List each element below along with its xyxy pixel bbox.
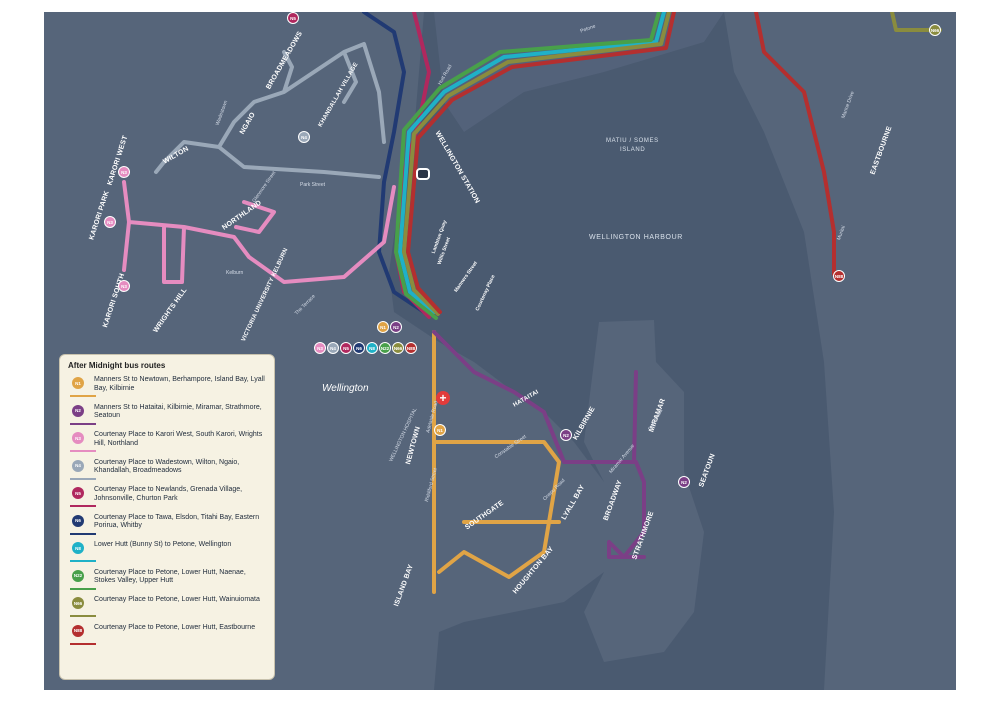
legend-line-swatch [70, 560, 96, 562]
route-line-n3 [122, 180, 396, 284]
legend-description: Courtenay Place to Petone, Lower Hutt, W… [94, 596, 260, 603]
legend-description: Courtenay Place to Newlands, Grenada Vil… [94, 486, 243, 502]
legend-description: Manners St to Hataitai, Kilbirnie, Miram… [94, 403, 262, 420]
harbour-label: WELLINGTON HARBOUR [589, 234, 683, 241]
legend-item-n5: N5 Courtenay Place to Newlands, Grenada V… [68, 486, 266, 514]
route-badge-n88: N88 [72, 624, 84, 637]
route-badge-n2[interactable]: N2 [678, 476, 690, 488]
legend-item-n6: N6 Courtenay Place to Tawa, Elsdon, Titah… [68, 514, 266, 542]
route-badge-n3: N3 [72, 432, 84, 444]
legend-description: Courtenay Place to Petone, Lower Hutt, E… [94, 623, 256, 631]
route-badge-n5[interactable]: N5 [340, 342, 352, 354]
route-badge-n6: N6 [72, 514, 84, 527]
street-label: Kelburn [226, 270, 244, 276]
route-badge-n1[interactable]: N1 [434, 424, 446, 436]
route-badge-n3[interactable]: N3 [118, 280, 130, 292]
route-badge-n66: N66 [72, 597, 84, 609]
route-line-n8 [398, 12, 666, 314]
route-line-n66 [402, 12, 671, 316]
train-station-icon [416, 168, 430, 180]
legend-item-n1: N1 Manners St to Newtown, Berhampore, Isl… [68, 376, 266, 404]
land-east [724, 12, 956, 690]
route-badge-n88[interactable]: N88 [833, 270, 845, 282]
route-line-n6 [362, 12, 426, 314]
legend-line-swatch [70, 642, 96, 645]
legend-description: Courtenay Place to Tawa, Elsdon, Titahi … [94, 513, 260, 530]
legend-line-swatch [70, 532, 96, 535]
route-badge-n2[interactable]: N2 [560, 429, 572, 441]
legend-item-n22: N22 Courtenay Place to Petone, Lower Hutt… [68, 569, 266, 597]
route-badge-n5: N5 [72, 487, 84, 499]
legend-line-swatch [70, 587, 96, 590]
legend-line-swatch [70, 477, 96, 480]
island-label-2: ISLAND [620, 147, 646, 153]
legend-item-n2: N2 Manners St to Hataitai, Kilbirnie, Mir… [68, 404, 266, 432]
route-badge-n22[interactable]: N22 [379, 342, 391, 354]
route-badge-n4[interactable]: N4 [327, 342, 339, 354]
legend-item-n8: N8 Lower Hutt (Bunny St) to Petone, Welli… [68, 541, 266, 569]
route-line-n66 [890, 12, 942, 32]
route-badge-n1[interactable]: N1 [377, 321, 389, 333]
legend-line-swatch [70, 505, 96, 507]
legend-item-n4: N4 Courtenay Place to Wadestown, Wilton, … [68, 459, 266, 487]
route-badge-n88[interactable]: N88 [405, 342, 417, 354]
legend-item-n3: N3 Courtenay Place to Karori West, South … [68, 431, 266, 459]
legend-description: Lower Hutt (Bunny St) to Petone, Welling… [94, 541, 232, 548]
route-badge-n3[interactable]: N3 [118, 166, 130, 178]
legend-line-swatch [70, 422, 96, 425]
legend-description: Courtenay Place to Wadestown, Wilton, Ng… [94, 458, 240, 475]
route-badge-n2[interactable]: N2 [390, 321, 402, 333]
route-badge-n3[interactable]: N3 [314, 342, 326, 354]
route-line-n22 [394, 12, 661, 320]
route-badge-n4[interactable]: N4 [298, 131, 310, 143]
legend-description: Courtenay Place to Petone, Lower Hutt, N… [94, 568, 246, 585]
route-badge-n22: N22 [72, 569, 84, 582]
route-badge-n3[interactable]: N3 [104, 216, 116, 228]
route-lines [122, 12, 942, 594]
route-line-n4 [154, 42, 386, 179]
route-badge-n5[interactable]: N5 [287, 12, 299, 24]
street-label: Park Street [300, 182, 326, 188]
route-badge-n2: N2 [72, 404, 84, 417]
legend-description: Manners St to Newtown, Berhampore, Islan… [94, 376, 265, 392]
route-line-n1 [432, 330, 561, 594]
hospital-cross-icon: + [436, 391, 450, 405]
legend-description: Courtenay Place to Karori West, South Ka… [94, 431, 263, 447]
route-badge-n8[interactable]: N8 [366, 342, 378, 354]
legend-item-n66: N66 Courtenay Place to Petone, Lower Hutt… [68, 596, 266, 624]
route-line-n88 [754, 12, 836, 276]
city-label: Wellington [322, 383, 369, 394]
route-badge-n1: N1 [72, 377, 84, 389]
route-badge-n66[interactable]: N66 [929, 24, 941, 36]
legend-item-n88: N88 Courtenay Place to Petone, Lower Hutt… [68, 624, 266, 652]
legend-line-swatch [70, 615, 96, 617]
route-badge-n66[interactable]: N66 [392, 342, 404, 354]
legend-line-swatch [70, 450, 96, 452]
legend-line-swatch [70, 395, 96, 397]
legend-title: After Midnight bus routes [68, 361, 166, 370]
route-badge-n8: N8 [72, 542, 84, 554]
legend-list: N1 Manners St to Newtown, Berhampore, Isl… [68, 376, 266, 651]
route-line-n2 [432, 330, 646, 559]
route-badge-n6[interactable]: N6 [353, 342, 365, 354]
route-line-n88 [406, 12, 676, 314]
route-badge-n4: N4 [72, 459, 84, 472]
island-label-1: MATIU / SOMES [606, 138, 659, 144]
